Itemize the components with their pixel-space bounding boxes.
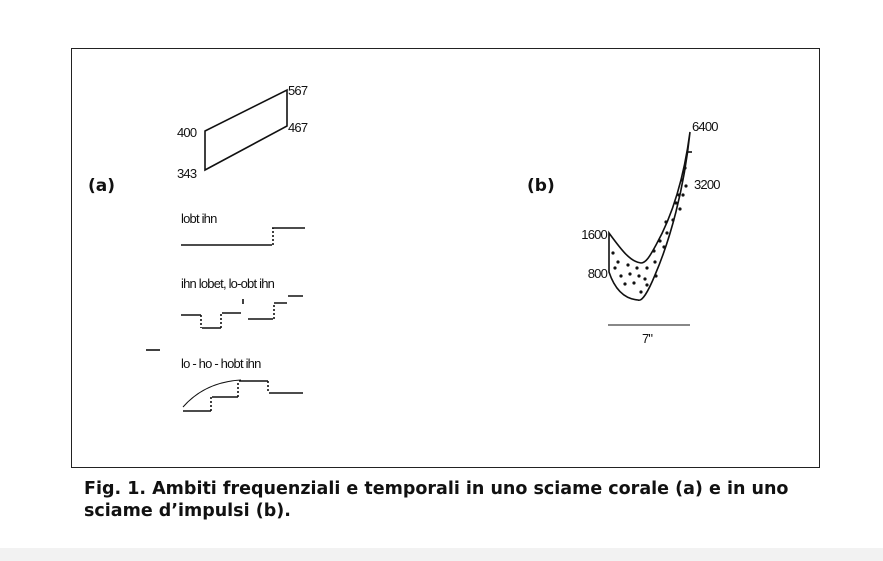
step-contour-2 <box>181 295 303 329</box>
figure-frame <box>71 48 820 468</box>
label-6400: 6400 <box>692 119 718 134</box>
step-contour-1 <box>181 227 305 246</box>
step-contour-3 <box>182 379 303 412</box>
panel-a-label: (a) <box>88 176 115 196</box>
panel-b-label: (b) <box>527 176 555 196</box>
duration-label: 7" <box>642 331 653 346</box>
label-3200: 3200 <box>694 177 720 192</box>
page-bottom-bar <box>0 548 883 561</box>
text-line-1: lobt ihn <box>181 211 217 226</box>
text-line-3: lo - ho - hobt ihn <box>181 356 261 371</box>
label-400: 400 <box>177 125 197 140</box>
text-line-2: ihn lobet, lo-obt ihn <box>181 276 275 291</box>
label-467: 467 <box>288 120 308 135</box>
figure-caption: Fig. 1. Ambiti frequenziali e temporali … <box>84 479 789 521</box>
impulse-swarm-shape <box>608 131 691 301</box>
label-1600: 1600 <box>581 227 607 242</box>
label-567: 567 <box>288 83 308 98</box>
frequency-parallelogram <box>204 88 288 172</box>
impulse-dots <box>611 166 688 294</box>
label-800: 800 <box>588 266 608 281</box>
label-343: 343 <box>177 166 197 181</box>
